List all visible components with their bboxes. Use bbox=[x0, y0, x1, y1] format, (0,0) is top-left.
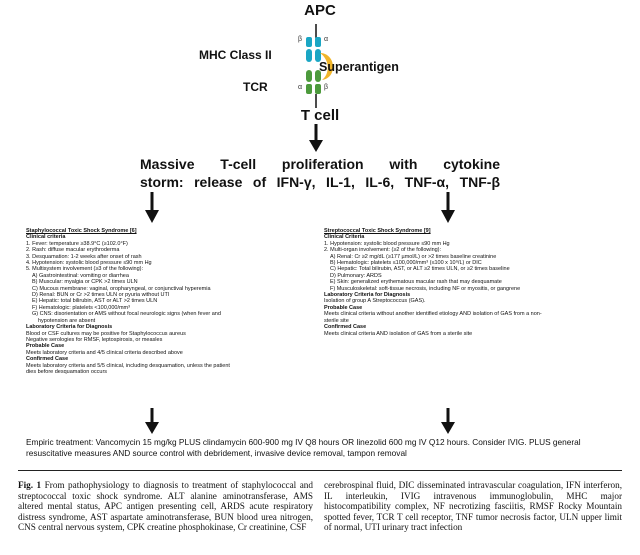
criteria-line: F) Hematologic: platelets <100,000/mm³ bbox=[32, 304, 130, 311]
tcr-beta-chain bbox=[315, 84, 321, 94]
cytokine-storm-line1: Massive T-cell proliferation with cytoki… bbox=[140, 156, 500, 172]
figure-label: Fig. 1 bbox=[18, 480, 42, 490]
tcr-alpha-chain bbox=[306, 84, 312, 94]
criteria-line: A) Gastrointestinal: vomiting or diarrhe… bbox=[32, 272, 129, 279]
criteria-line: 3. Desquamation: 1-2 weeks after onset o… bbox=[26, 253, 142, 260]
right-treatment-arrow-icon bbox=[441, 422, 455, 434]
figure-caption-left: Fig. 1 From pathophysiology to diagnosis… bbox=[18, 480, 313, 533]
cytokine-storm-line2: storm: release of IFN-γ, IL-1, IL-6, TNF… bbox=[140, 174, 500, 190]
criteria-line: 1. Hypotension: systolic blood pressure … bbox=[324, 240, 450, 247]
criteria-line: 2. Rash: diffuse macular erythroderma bbox=[26, 247, 120, 254]
criteria-line: Staphylococcal Toxic Shock Syndrome [6] bbox=[26, 228, 137, 234]
criteria-line: 4. Hypotension: systolic blood pressure … bbox=[26, 260, 152, 267]
tcr-beta-domain bbox=[315, 70, 321, 82]
superantigen-label: Superantigen bbox=[319, 60, 399, 74]
apc-label: APC bbox=[304, 2, 336, 19]
tcell-label: T cell bbox=[300, 107, 340, 124]
tcr-label: TCR bbox=[243, 80, 268, 94]
treatment-arrows bbox=[145, 408, 455, 434]
caption-text-left: From pathophysiology to diagnosis to tre… bbox=[18, 480, 313, 533]
empiric-treatment: Empiric treatment: Vancomycin 15 mg/kg P… bbox=[26, 437, 581, 458]
criteria-line: Blood or CSF cultures may be positive fo… bbox=[26, 330, 186, 337]
criteria-line: Streptococcal Toxic Shock Syndrome [9] bbox=[324, 228, 431, 234]
criteria-line: A) Renal: Cr ≥2 mg/dL (≥177 µmol/L) or >… bbox=[330, 253, 497, 260]
mhc-alpha-domain bbox=[315, 49, 321, 62]
criteria-line: F) Musculoskeletal: soft-tissue necrosis… bbox=[330, 285, 521, 292]
criteria-line: 2. Multi-organ involvement: (≥2 of the f… bbox=[324, 247, 442, 254]
criteria-line: E) Hepatic: total bilirubin, AST or ALT … bbox=[32, 298, 158, 305]
criteria-line: Confirmed Case bbox=[324, 324, 367, 331]
criteria-line: Clinical criteria bbox=[26, 234, 66, 241]
mhc-beta-domain bbox=[306, 49, 312, 62]
superantigen-shape bbox=[320, 53, 334, 80]
tcr-beta-label: β bbox=[324, 84, 329, 91]
tcell-activation-diagram bbox=[306, 24, 334, 152]
criteria-line: C) Hepatic: Total bilirubin, AST, or ALT… bbox=[330, 266, 510, 273]
mhc-beta-label: β bbox=[298, 36, 303, 43]
criteria-line: Meets laboratory criteria and 5/5 clinic… bbox=[26, 362, 230, 369]
mhc-alpha-label: α bbox=[324, 36, 329, 43]
criteria-line: D) Renal: BUN or Cr >2 times ULN or pyur… bbox=[32, 292, 170, 299]
mhc-beta-chain bbox=[306, 37, 312, 47]
mhc-alpha-chain bbox=[315, 37, 321, 47]
figure-divider bbox=[18, 470, 622, 471]
tcr-alpha-label: α bbox=[298, 84, 303, 91]
staph-tss-criteria: Staphylococcal Toxic Shock Syndrome [6]C… bbox=[26, 228, 230, 375]
criteria-line: Meets clinical criteria without another … bbox=[324, 311, 542, 318]
criteria-line: Laboratory Criteria for Diagnosis bbox=[26, 324, 113, 331]
mhc-class-ii-label: MHC Class II bbox=[199, 48, 272, 62]
criteria-line: B) Hematologic: platelets ≤100,000/mm³ (… bbox=[330, 260, 482, 267]
criteria-line: sterile site bbox=[324, 317, 349, 324]
criteria-line: E) Skin: generalized erythematous macula… bbox=[330, 279, 502, 286]
criteria-line: Negative serologies for RMSF, leptospiro… bbox=[26, 336, 163, 343]
figure-caption-right: cerebrospinal fluid, DIC disseminated in… bbox=[324, 480, 622, 533]
criteria-line: B) Muscular: myalgia or CPK >2 times ULN bbox=[32, 279, 138, 286]
criteria-line: 1. Fever: temperature ≥38.9°C (≥102.0°F) bbox=[26, 240, 128, 247]
criteria-line: Isolation of group A Streptococcus (GAS)… bbox=[324, 298, 426, 305]
criteria-line: Laboratory Criteria for Diagnosis bbox=[324, 292, 411, 299]
cytokine-storm-heading: Massive T-cell proliferation with cytoki… bbox=[140, 155, 500, 191]
criteria-line: G) CNS: disorientation or AMS without fo… bbox=[32, 311, 221, 318]
criteria-line: Clinical Criteria bbox=[324, 234, 365, 241]
left-treatment-arrow-icon bbox=[145, 422, 159, 434]
criteria-line: dies before desquamation occurs bbox=[26, 368, 108, 375]
branch-arrows bbox=[145, 192, 455, 223]
criteria-line: Meets laboratory criteria and 4/5 clinic… bbox=[26, 349, 183, 356]
left-arrow-down-icon bbox=[145, 210, 159, 223]
right-arrow-down-icon bbox=[441, 210, 455, 223]
arrow-down-icon bbox=[309, 140, 323, 152]
strep-tss-criteria: Streptococcal Toxic Shock Syndrome [9]Cl… bbox=[324, 228, 542, 337]
criteria-line: Probable Case bbox=[26, 343, 65, 350]
criteria-line: C) Mucous membrane: vaginal, oropharynge… bbox=[32, 285, 211, 292]
criteria-line: Meets clinical criteria AND isolation of… bbox=[324, 330, 473, 337]
criteria-line: D) Pulmonary: ARDS bbox=[330, 272, 382, 279]
criteria-line: Confirmed Case bbox=[26, 356, 69, 363]
criteria-line: hypotension are absent bbox=[38, 317, 96, 324]
tcr-alpha-domain bbox=[306, 70, 312, 82]
criteria-line: 5. Multisystem involvement (≥3 of the fo… bbox=[26, 266, 144, 273]
criteria-line: Probable Case bbox=[324, 304, 363, 311]
